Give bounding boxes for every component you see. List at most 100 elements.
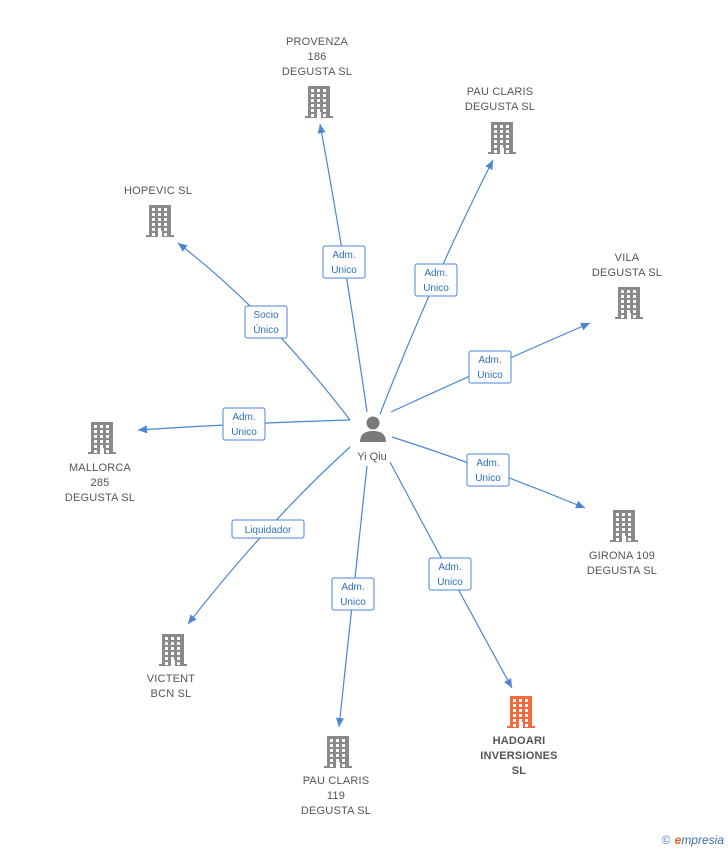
company-name-line: INVERSIONES <box>480 750 557 762</box>
company-node-pau-claris[interactable]: PAU CLARIS DEGUSTA SL <box>465 86 535 154</box>
edge-girona: Adm. Unico <box>391 436 586 509</box>
company-name-line: VILA <box>615 252 640 264</box>
company-name-line: PAU CLARIS <box>303 775 370 787</box>
empresia-brand[interactable]: ©empresia <box>662 833 724 847</box>
edge-mallorca: Adm. Unico <box>137 407 351 441</box>
edge-label-text: Adm. <box>341 582 364 593</box>
edge-pau-claris: Adm. Unico <box>379 159 494 415</box>
edge-label-text: Adm. <box>424 268 447 279</box>
edge-label[interactable]: Adm. Unico <box>322 245 366 279</box>
company-name-line: 285 <box>91 477 110 489</box>
edge-arrowhead <box>178 243 188 252</box>
company-name-line: DEGUSTA SL <box>65 492 135 504</box>
edge-arrowhead <box>317 124 326 134</box>
edge-vila: Adm. Unico <box>390 322 591 413</box>
edge-label-box <box>331 577 375 611</box>
company-name-line: HADOARI <box>493 735 546 747</box>
edge-label-text: Unico <box>423 283 449 294</box>
company-name-line: DEGUSTA SL <box>301 805 371 817</box>
edge-label-box <box>244 305 288 339</box>
person-icon <box>360 416 386 442</box>
brand-name: mpresia <box>681 833 724 847</box>
building-icon <box>507 696 535 728</box>
building-icon <box>159 634 187 666</box>
edge-arrowhead <box>580 322 590 331</box>
edge-pau-claris-119: Adm. Unico <box>331 465 375 728</box>
edge-label-text: Unico <box>231 427 257 438</box>
edge-label-text: Unico <box>331 265 357 276</box>
edge-label-box <box>231 519 305 539</box>
edge-label[interactable]: Adm. Unico <box>331 577 375 611</box>
edge-arrowhead <box>485 160 493 170</box>
company-name-line: MALLORCA <box>69 462 132 474</box>
edge-label[interactable]: Adm. Unico <box>222 407 266 441</box>
edge-label-text: Unico <box>437 577 463 588</box>
company-name-line: VICTENT <box>147 673 196 685</box>
edge-label[interactable]: Adm. Unico <box>468 350 512 384</box>
company-node-victent[interactable]: VICTENT BCN SL <box>147 634 196 700</box>
edge-label[interactable]: Liquidador <box>231 519 305 539</box>
company-name-line: 119 <box>327 790 345 802</box>
company-name-line: 186 <box>308 51 327 63</box>
edge-label-box <box>222 407 266 441</box>
edge-label-text: Adm. <box>476 458 499 469</box>
building-icon <box>88 422 116 454</box>
edge-label-text: Unico <box>475 473 501 484</box>
edge-label-box <box>428 557 472 591</box>
edge-label-box <box>322 245 366 279</box>
edge-label-text: Único <box>253 323 279 336</box>
edge-label-box <box>414 263 458 297</box>
company-name-line: PROVENZA <box>286 36 349 48</box>
edge-arrowhead <box>335 717 344 727</box>
edge-hadoari: Adm. Unico <box>389 461 513 689</box>
edge-label-box <box>468 350 512 384</box>
company-name-line: DEGUSTA SL <box>587 565 657 577</box>
edge-victent: Liquidador <box>187 446 351 625</box>
edge-provenza: Adm. Unico <box>317 123 368 413</box>
building-icon <box>488 122 516 154</box>
building-icon <box>324 736 352 768</box>
company-name-line: BCN SL <box>151 688 192 700</box>
person-node[interactable]: Yi Qiu <box>357 416 387 464</box>
edge-label-text: Unico <box>340 597 366 608</box>
edge-label-text: Adm. <box>478 355 501 366</box>
company-name-line: DEGUSTA SL <box>282 66 352 78</box>
building-icon <box>610 510 638 542</box>
company-name-line: PAU CLARIS <box>467 86 534 98</box>
edge-label-text: Socio <box>253 310 278 321</box>
company-name-line: HOPEVIC SL <box>124 185 192 197</box>
edge-label-text: Adm. <box>232 412 255 423</box>
edge-label-text: Adm. <box>332 250 355 261</box>
edge-label-text: Liquidador <box>245 525 292 536</box>
brand-initial: e <box>674 833 682 847</box>
edge-label-text: Unico <box>477 370 503 381</box>
edge-arrowhead <box>504 678 512 688</box>
edge-label-text: Adm. <box>438 562 461 573</box>
edge-label[interactable]: Adm. Unico <box>414 263 458 297</box>
copyright-icon: © <box>661 833 671 847</box>
edge-arrowhead <box>575 500 585 509</box>
building-icon <box>305 86 333 118</box>
edge-label[interactable]: Adm. Unico <box>466 453 510 487</box>
edge-arrowhead <box>188 614 197 624</box>
company-node-hadoari[interactable]: HADOARI INVERSIONES SL <box>480 696 557 777</box>
edge-label-box <box>466 453 510 487</box>
company-name-line: GIRONA 109 <box>589 550 655 562</box>
edge-arrowhead <box>138 425 148 434</box>
company-name-line: SL <box>512 765 527 777</box>
company-node-hopevic[interactable]: HOPEVIC SL <box>124 185 192 237</box>
edge-label[interactable]: Adm. Unico <box>428 557 472 591</box>
building-icon <box>146 205 174 237</box>
company-node-vila[interactable]: VILA DEGUSTA SL <box>592 252 662 319</box>
person-name: Yi Qiu <box>357 451 387 463</box>
company-name-line: DEGUSTA SL <box>592 267 662 279</box>
building-icon <box>615 287 643 319</box>
company-name-line: DEGUSTA SL <box>465 101 535 113</box>
